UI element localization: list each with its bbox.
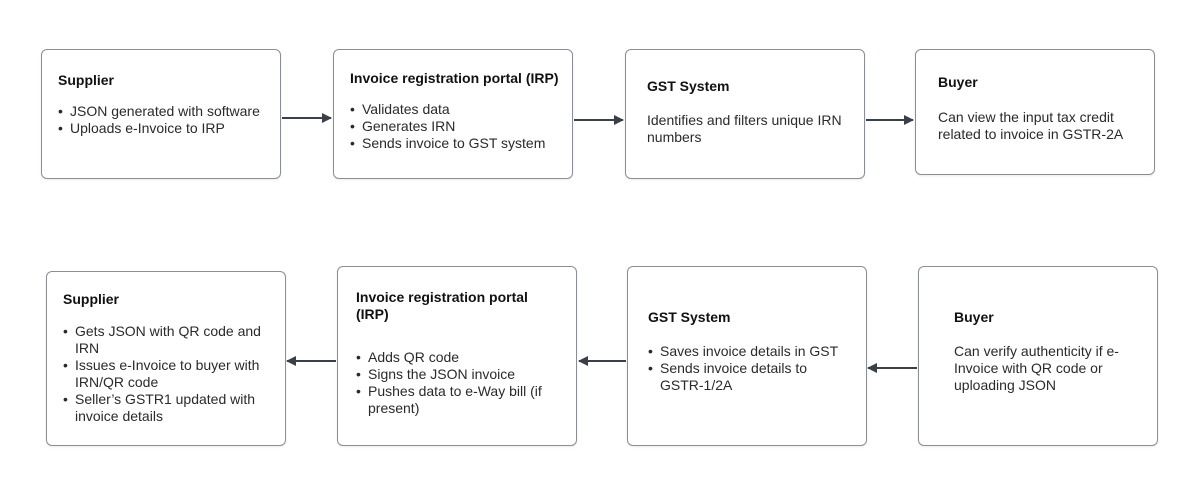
top-irp-box: Invoice registration portal (IRP) Valida… [333,49,573,179]
list-item: Adds QR code [356,349,564,366]
list-item: Pushes data to e-Way bill (if present) [356,383,564,417]
top-supplier-title: Supplier [58,72,115,88]
bottom-gst-title: GST System [648,309,731,325]
top-supplier-list: JSON generated with software Uploads e-I… [58,103,268,137]
bottom-supplier-list: Gets JSON with QR code and IRN Issues e-… [63,323,273,425]
bottom-irp-title: Invoice registration portal (IRP) [356,289,528,322]
list-item: Seller’s GSTR1 updated with invoice deta… [63,391,273,425]
top-gst-box: GST System Identifies and filters unique… [625,49,865,179]
list-item: Validates data [350,101,560,118]
top-supplier-box: Supplier JSON generated with software Up… [41,49,281,179]
top-buyer-box: Buyer Can view the input tax credit rela… [915,49,1155,175]
top-irp-title: Invoice registration portal (IRP) [350,70,559,86]
bottom-irp-box: Invoice registration portal (IRP) Adds Q… [337,266,577,446]
list-item: Generates IRN [350,118,560,135]
bottom-supplier-box: Supplier Gets JSON with QR code and IRN … [46,271,286,446]
bottom-gst-box: GST System Saves invoice details in GST … [627,266,867,446]
bottom-gst-list: Saves invoice details in GST Sends invoi… [648,343,854,394]
bottom-buyer-title: Buyer [954,309,994,325]
list-item: Gets JSON with QR code and IRN [63,323,273,357]
bottom-buyer-box: Buyer Can verify authenticity if e-Invoi… [918,266,1158,446]
top-gst-title: GST System [647,78,730,94]
list-item: Sends invoice details to GSTR-1/2A [648,360,854,394]
top-gst-text: Identifies and filters unique IRN number… [647,112,842,145]
top-buyer-title: Buyer [938,74,978,90]
list-item: Sends invoice to GST system [350,135,560,152]
bottom-irp-list: Adds QR code Signs the JSON invoice Push… [356,349,564,417]
top-buyer-text: Can view the input tax credit related to… [938,109,1124,142]
list-item: Issues e-Invoice to buyer with IRN/QR co… [63,357,273,391]
top-irp-list: Validates data Generates IRN Sends invoi… [350,101,560,152]
list-item: Saves invoice details in GST [648,343,854,360]
list-item: Signs the JSON invoice [356,366,564,383]
list-item: JSON generated with software [58,103,268,120]
bottom-buyer-text: Can verify authenticity if e-Invoice wit… [954,343,1119,393]
bottom-supplier-title: Supplier [63,291,120,307]
list-item: Uploads e-Invoice to IRP [58,120,268,137]
